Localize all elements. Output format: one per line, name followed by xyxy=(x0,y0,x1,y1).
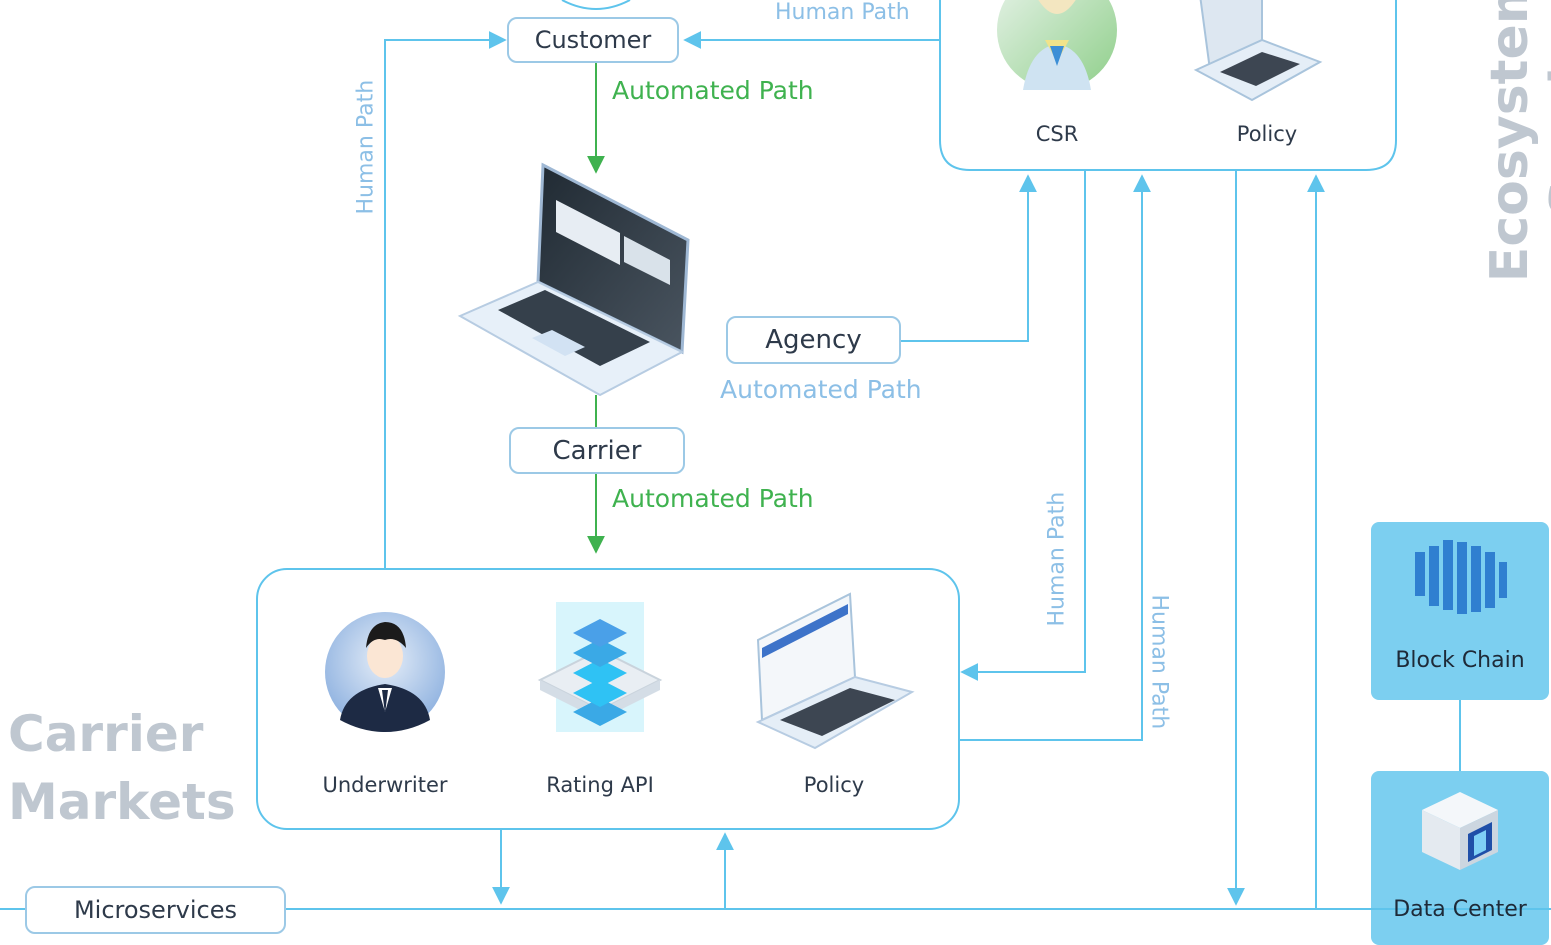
human-path-top-label: Human Path xyxy=(775,0,910,25)
ecosystem-to-carrier-line xyxy=(960,170,1086,681)
automated-path-label-2: Automated Path xyxy=(612,484,814,513)
underwriter-avatar-icon xyxy=(325,612,445,732)
carrier-to-ecosystem-line xyxy=(960,174,1151,741)
human-path-right1-label: Human Path xyxy=(1044,491,1070,627)
block-chain-tile xyxy=(1371,522,1549,700)
ecosystem-services-title: Ecosystem Services xyxy=(1480,0,1551,283)
block-chain-icon xyxy=(1415,540,1507,614)
agency-node: Agency xyxy=(726,316,901,364)
human-path-left-label: Human Path xyxy=(353,79,379,215)
csr-label: CSR xyxy=(1035,122,1079,146)
automated-path-agency-label: Automated Path xyxy=(720,375,922,404)
microservices-node: Microservices xyxy=(25,886,286,934)
left-human-path-line xyxy=(384,31,507,568)
csr-avatar-icon xyxy=(997,0,1117,90)
human-path-right2-label: Human Path xyxy=(1146,594,1172,730)
data-center-icon xyxy=(1422,792,1498,870)
rating-api-label: Rating API xyxy=(546,773,654,797)
underwriter-label: Underwriter xyxy=(322,773,448,797)
eco-policy-label: Policy xyxy=(1236,122,1298,146)
data-center-label: Data Center xyxy=(1393,897,1527,922)
block-chain-label: Block Chain xyxy=(1395,648,1525,673)
carrier-markets-title: Carrier Markets xyxy=(8,700,236,836)
customer-node: Customer xyxy=(507,17,679,63)
top-avatar-fragment xyxy=(561,0,631,10)
automated-path-label-1: Automated Path xyxy=(612,76,814,105)
eco-policy-laptop-icon xyxy=(1193,0,1323,102)
agency-to-csr-line xyxy=(901,174,1037,342)
rating-api-stack-icon xyxy=(537,602,663,732)
carrier-markets-line1: Carrier xyxy=(8,705,204,763)
carrier-markets-line2: Markets xyxy=(8,773,236,831)
carrier-node: Carrier xyxy=(509,427,685,474)
carrier-policy-laptop-icon xyxy=(755,592,915,750)
agency-laptop-icon xyxy=(457,162,690,397)
carrier-policy-label: Policy xyxy=(803,773,865,797)
